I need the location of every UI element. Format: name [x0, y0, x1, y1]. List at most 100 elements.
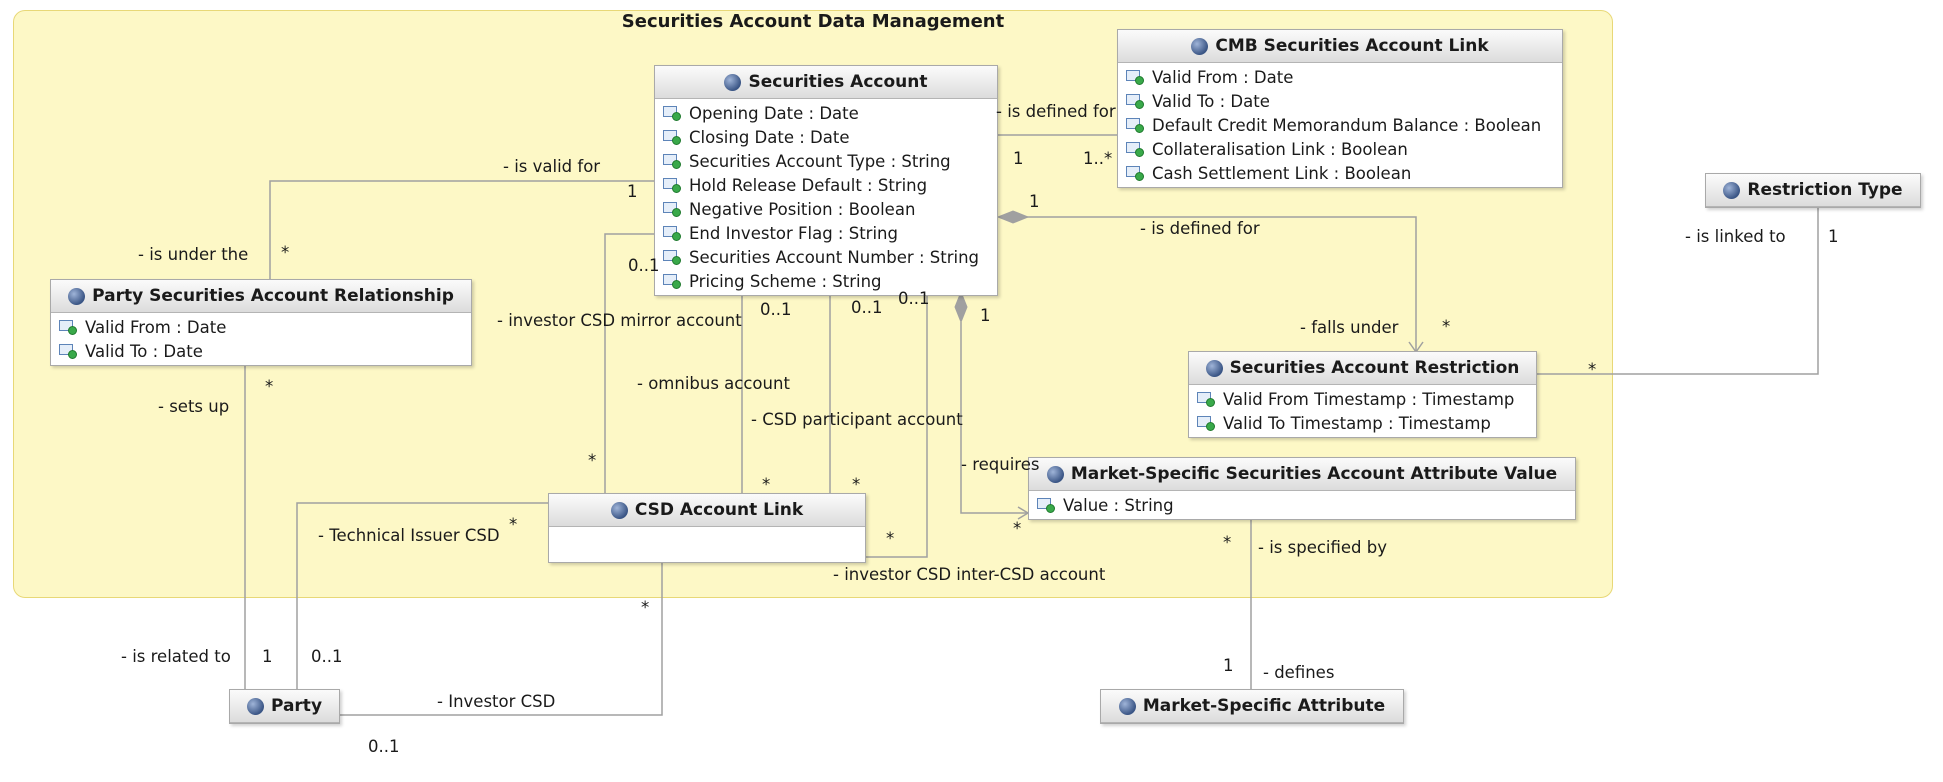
association-label: - investor CSD inter-CSD account — [833, 565, 1106, 584]
multiplicity-label: * — [281, 243, 290, 262]
class-party[interactable]: Party — [229, 689, 340, 724]
class-icon — [1118, 697, 1136, 715]
association-label: - investor CSD mirror account — [497, 311, 742, 330]
attribute-icon — [1037, 497, 1057, 513]
class-icon — [1205, 359, 1223, 377]
class-cmb-securities-account-link[interactable]: CMB Securities Account Link Valid From :… — [1117, 29, 1563, 188]
attribute-label: Securities Account Number : String — [689, 247, 980, 267]
connector-intercsd-account — [866, 289, 928, 558]
class-party-securities-account-relationship[interactable]: Party Securities Account Relationship Va… — [50, 279, 472, 366]
attribute-icon — [663, 129, 683, 145]
class-title: Party Securities Account Relationship — [92, 286, 454, 306]
class-market-specific-attribute-value[interactable]: Market-Specific Securities Account Attri… — [1028, 457, 1576, 520]
association-label: - is linked to — [1685, 227, 1786, 246]
multiplicity-label: * — [852, 475, 861, 494]
class-title: Restriction Type — [1747, 180, 1903, 200]
multiplicity-label: 1 — [1828, 227, 1839, 246]
attribute-row: Value : String — [1037, 493, 1567, 517]
attribute-row: Valid From Timestamp : Timestamp — [1197, 387, 1528, 411]
multiplicity-label: * — [265, 377, 274, 396]
attribute-list: Value : String — [1029, 491, 1575, 519]
multiplicity-label: * — [1013, 519, 1022, 538]
multiplicity-label: 0..1 — [311, 647, 343, 666]
multiplicity-label: 0..1 — [628, 256, 660, 275]
association-label: - sets up — [158, 397, 230, 416]
connector-investor-csd — [339, 563, 663, 716]
class-title: Party — [270, 696, 323, 716]
attribute-icon — [1126, 165, 1146, 181]
class-title: Market-Specific Attribute — [1142, 696, 1386, 716]
attribute-label: Cash Settlement Link : Boolean — [1152, 163, 1412, 183]
attribute-label: Collateralisation Link : Boolean — [1152, 139, 1408, 159]
attribute-label: Closing Date : Date — [689, 127, 850, 147]
class-icon — [1723, 181, 1741, 199]
attribute-label: Value : String — [1063, 495, 1174, 515]
association-label: - falls under — [1300, 318, 1399, 337]
attribute-row: Opening Date : Date — [663, 101, 989, 125]
class-restriction-type[interactable]: Restriction Type — [1705, 173, 1921, 208]
association-label: - CSD participant account — [751, 410, 963, 429]
attribute-icon — [1126, 117, 1146, 133]
package-title: Securities Account Data Management — [621, 11, 1005, 32]
attribute-icon — [1197, 391, 1217, 407]
attribute-list: Valid From Timestamp : Timestamp Valid T… — [1189, 385, 1536, 437]
association-label: - is specified by — [1258, 538, 1388, 557]
attribute-icon — [59, 343, 79, 359]
multiplicity-label: 1 — [262, 647, 273, 666]
attribute-icon — [1197, 415, 1217, 431]
association-label: - is related to — [121, 647, 231, 666]
attribute-icon — [1126, 69, 1146, 85]
multiplicity-label: * — [1442, 317, 1451, 336]
attribute-row: Negative Position : Boolean — [663, 197, 989, 221]
attribute-label: Valid To : Date — [85, 341, 203, 361]
class-icon — [1046, 465, 1064, 483]
class-title: CMB Securities Account Link — [1215, 36, 1489, 56]
class-securities-account[interactable]: Securities Account Opening Date : Date C… — [654, 65, 998, 296]
attribute-row: Valid To : Date — [1126, 89, 1554, 113]
attribute-row: Valid To Timestamp : Timestamp — [1197, 411, 1528, 435]
multiplicity-label: 1 — [980, 306, 991, 325]
attribute-row: Closing Date : Date — [663, 125, 989, 149]
multiplicity-label: * — [886, 529, 895, 548]
class-icon — [1191, 37, 1209, 55]
multiplicity-label: * — [1223, 533, 1232, 552]
connector-defined-for-restriction — [1013, 216, 1417, 352]
attribute-label: Securities Account Type : String — [689, 151, 951, 171]
attribute-row: Cash Settlement Link : Boolean — [1126, 161, 1554, 185]
attribute-list: Opening Date : Date Closing Date : Date … — [655, 99, 997, 295]
association-label: - defines — [1263, 663, 1335, 682]
attribute-row: Pricing Scheme : String — [663, 269, 989, 293]
class-securities-account-restriction[interactable]: Securities Account Restriction Valid Fro… — [1188, 351, 1537, 438]
composition-diamond-restriction — [996, 210, 1030, 224]
attribute-label: Negative Position : Boolean — [689, 199, 916, 219]
attribute-label: Valid From : Date — [1152, 67, 1294, 87]
multiplicity-label: 1..* — [1083, 149, 1113, 168]
multiplicity-label: 0..1 — [851, 298, 883, 317]
class-title: Securities Account — [748, 72, 928, 92]
multiplicity-label: * — [1588, 360, 1597, 379]
attribute-row: End Investor Flag : String — [663, 221, 989, 245]
association-label: - Investor CSD — [437, 692, 556, 711]
class-title: CSD Account Link — [634, 500, 804, 520]
multiplicity-label: 0..1 — [898, 289, 930, 308]
class-csd-account-link[interactable]: CSD Account Link — [548, 493, 866, 563]
association-label: - is defined for — [996, 102, 1116, 121]
attribute-icon — [663, 249, 683, 265]
multiplicity-label: * — [588, 451, 597, 470]
multiplicity-label: 1 — [1029, 192, 1040, 211]
multiplicity-label: 0..1 — [760, 300, 792, 319]
class-market-specific-attribute[interactable]: Market-Specific Attribute — [1100, 689, 1404, 724]
attribute-icon — [663, 225, 683, 241]
attribute-label: Opening Date : Date — [689, 103, 859, 123]
attribute-label: Valid From Timestamp : Timestamp — [1223, 389, 1515, 409]
attribute-row: Valid To : Date — [59, 339, 463, 363]
attribute-label: Valid From : Date — [85, 317, 227, 337]
association-label: - Technical Issuer CSD — [318, 526, 500, 545]
association-label: - is defined for — [1140, 219, 1260, 238]
attribute-label: Default Credit Memorandum Balance : Bool… — [1152, 115, 1542, 135]
association-label: - is valid for — [503, 157, 601, 176]
multiplicity-label: * — [762, 475, 771, 494]
attribute-icon — [1126, 141, 1146, 157]
